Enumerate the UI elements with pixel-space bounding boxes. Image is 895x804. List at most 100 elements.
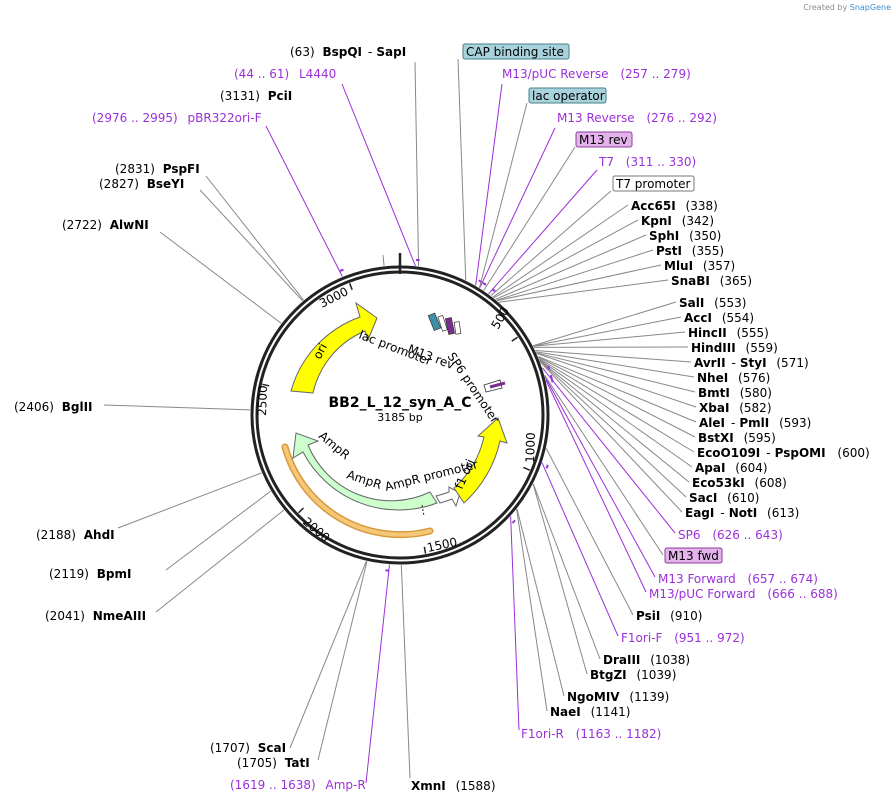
enzyme-snabi[interactable]: SnaBI (365) <box>671 274 752 288</box>
tick-mark-1500 <box>423 546 427 554</box>
leader-line-41 <box>479 127 556 289</box>
leader-line-45 <box>545 379 647 593</box>
enzyme-xbai[interactable]: XbaI (582) <box>699 401 772 415</box>
enzyme-hincii[interactable]: HincII (555) <box>688 326 769 340</box>
enzyme-alei[interactable]: AleI-PmlI (593) <box>699 416 811 430</box>
plasmid-size: 3185 bp <box>377 411 422 424</box>
enzyme-bseyi[interactable]: (2827) BseYI <box>99 177 184 191</box>
plasmid-name: BB2_L_12_syn_A_C <box>328 395 471 411</box>
leader-line-47 <box>510 516 520 731</box>
leader-line-22 <box>535 350 692 363</box>
tick-1000: 1000 <box>523 432 538 463</box>
enzyme-pcii[interactable]: (3131) PciI <box>220 89 292 103</box>
enzyme-saci[interactable]: SacI (610) <box>689 491 759 505</box>
enzyme-bstxi[interactable]: BstXI (595) <box>698 431 776 445</box>
enzyme-apai[interactable]: ApaI (604) <box>695 461 768 475</box>
primer-l4440[interactable]: (44 .. 61) L4440 <box>234 67 336 81</box>
enzyme-naei[interactable]: NaeI (1141) <box>550 705 630 719</box>
primer-site-mark-39 <box>339 268 344 272</box>
svg-text:(2831) PspFI: (2831) PspFI <box>115 162 200 176</box>
svg-text:M13/pUC Reverse (257 .. 279): M13/pUC Reverse (257 .. 279) <box>502 67 691 81</box>
enzyme-psii[interactable]: PsiI (910) <box>636 609 702 623</box>
sp6-marker[interactable] <box>483 379 506 393</box>
enzyme-bspqi[interactable]: (63) BspQI-SapI <box>290 45 406 59</box>
f1-ori-arrow[interactable] <box>453 417 508 504</box>
enzyme-kpni[interactable]: KpnI (342) <box>641 214 714 228</box>
enzyme-psti[interactable]: PstI (355) <box>656 244 724 258</box>
leader-line-4 <box>159 231 282 324</box>
svg-text:T7 promoter: T7 promoter <box>615 177 691 191</box>
leader-line-48 <box>365 564 391 784</box>
enzyme-ecoo109i[interactable]: EcoO109I-PspOMI (600) <box>697 446 870 460</box>
enzyme-bmti[interactable]: BmtI (580) <box>698 386 772 400</box>
m13-rev-box[interactable]: M13 rev <box>575 131 633 148</box>
svg-text:T7 (311 .. 330): T7 (311 .. 330) <box>598 155 696 169</box>
primer-sp6[interactable]: SP6 (626 .. 643) <box>678 528 783 542</box>
svg-text:HincII (555): HincII (555) <box>688 326 769 340</box>
svg-text:NheI (576): NheI (576) <box>697 371 770 385</box>
primer-m13puc-reverse[interactable]: M13/pUC Reverse (257 .. 279) <box>502 67 691 81</box>
svg-text:M13 Reverse (276 .. 292): M13 Reverse (276 .. 292) <box>557 111 717 125</box>
leader-line-40 <box>475 83 503 286</box>
enzyme-ahdi[interactable]: (2188) AhdI <box>36 528 115 542</box>
ori-arrow[interactable] <box>290 301 378 394</box>
tick-500: 500 <box>488 305 512 332</box>
primer-m13-reverse[interactable]: M13 Reverse (276 .. 292) <box>557 111 717 125</box>
primer-m13-forward[interactable]: M13 Forward (657 .. 674) <box>658 572 818 586</box>
svg-text:(1707) ScaI: (1707) ScaI <box>210 741 286 755</box>
enzyme-btgzi[interactable]: BtgZI (1039) <box>590 668 676 682</box>
enzyme-bglii[interactable]: (2406) BglII <box>14 400 93 414</box>
svg-text:KpnI (342): KpnI (342) <box>641 214 714 228</box>
leader-line-12 <box>492 204 629 298</box>
tick-marks <box>262 253 531 554</box>
t7-promoter-box[interactable]: T7 promoter <box>612 175 695 192</box>
enzyme-ngomiv[interactable]: NgoMIV (1139) <box>567 690 669 704</box>
m13-fwd-box[interactable]: M13 fwd <box>664 547 723 564</box>
enzyme-pspfi[interactable]: (2831) PspFI <box>115 162 200 176</box>
leader-line-9 <box>289 561 367 749</box>
tick-mark-500 <box>511 336 519 342</box>
enzyme-tati[interactable]: (1705) TatI <box>237 756 310 770</box>
enzyme-avrii[interactable]: AvrII-StyI (571) <box>694 356 809 370</box>
enzyme-acc65i[interactable]: Acc65I (338) <box>631 199 718 213</box>
primer-m13puc-forward[interactable]: M13/pUC Forward (666 .. 688) <box>649 587 838 601</box>
svg-text:M13/pUC Forward (666 .. 688): M13/pUC Forward (666 .. 688) <box>649 587 838 601</box>
svg-text:(2041) NmeAIII: (2041) NmeAIII <box>45 609 146 623</box>
enzyme-sali[interactable]: SalI (553) <box>679 296 746 310</box>
enzyme-nmeaiii[interactable]: (2041) NmeAIII <box>45 609 146 623</box>
enzyme-eco53ki[interactable]: Eco53kI (608) <box>692 476 787 490</box>
enzyme-hindiii[interactable]: HindIII (559) <box>691 341 778 355</box>
leader-line-2 <box>205 175 304 301</box>
enzyme-acci[interactable]: AccI (554) <box>684 311 754 325</box>
primer-f1ori-r[interactable]: F1ori-R (1163 .. 1182) <box>521 727 661 741</box>
svg-text:(2406) BglII: (2406) BglII <box>14 400 93 414</box>
leader-line-46 <box>541 462 619 637</box>
leader-line-44 <box>544 376 656 578</box>
ampr-promoter-arrow[interactable] <box>435 486 461 508</box>
enzyme-draiii[interactable]: DraIII (1038) <box>603 653 690 667</box>
primer-amp-r[interactable]: (1619 .. 1638) Amp-R <box>230 778 366 792</box>
svg-text:SphI (350): SphI (350) <box>649 229 721 243</box>
enzyme-xmni[interactable]: XmnI (1588) <box>411 779 496 793</box>
enzyme-eagi[interactable]: EagI-NotI (613) <box>685 506 799 520</box>
enzyme-nhei[interactable]: NheI (576) <box>697 371 770 385</box>
svg-text:ApaI (604): ApaI (604) <box>695 461 768 475</box>
cap-binding-site-box[interactable]: CAP binding site <box>462 43 570 60</box>
lac-promoter-markers[interactable] <box>427 312 462 335</box>
enzyme-alwni[interactable]: (2722) AlwNI <box>62 218 149 232</box>
enzyme-scai[interactable]: (1707) ScaI <box>210 741 286 755</box>
enzyme-mlui[interactable]: MluI (357) <box>664 259 735 273</box>
primer-t7[interactable]: T7 (311 .. 330) <box>598 155 696 169</box>
leader-line-14 <box>495 234 647 300</box>
enzyme-bpmi[interactable]: (2119) BpmI <box>49 567 131 581</box>
svg-text:BstXI (595): BstXI (595) <box>698 431 776 445</box>
ampr-arrow[interactable] <box>292 432 438 511</box>
primer-f1ori-f[interactable]: F1ori-F (951 .. 972) <box>621 631 745 645</box>
enzyme-sphi[interactable]: SphI (350) <box>649 229 721 243</box>
primer-pbr322ori-f[interactable]: (2976 .. 2995) pBR322ori-F <box>92 111 262 125</box>
svg-text:(2188) AhdI: (2188) AhdI <box>36 528 115 542</box>
svg-text:(2976 .. 2995) pBR322ori-F: (2976 .. 2995) pBR322ori-F <box>92 111 262 125</box>
primer-site-mark-45 <box>550 378 554 383</box>
lac-operator-box[interactable]: lac operator <box>528 87 607 104</box>
svg-text:(44 .. 61) L4440: (44 .. 61) L4440 <box>234 67 336 81</box>
